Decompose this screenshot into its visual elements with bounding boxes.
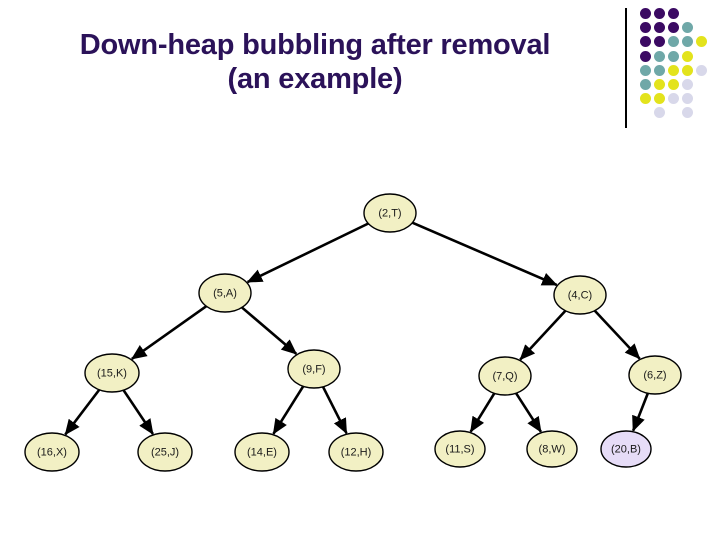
tree-edge: [64, 388, 101, 436]
tree-node-shape[interactable]: [526, 430, 578, 468]
decorative-dot: [668, 64, 679, 76]
tree-node[interactable]: (14,E): [234, 432, 290, 472]
tree-node-label: (11,S): [445, 443, 474, 455]
tree-edge-layer: [64, 221, 650, 436]
title-line-1: Down-heap bubbling after removal: [79, 29, 551, 61]
tree-edge: [411, 221, 558, 287]
decorative-dot: [654, 93, 665, 105]
decorative-dot: [640, 50, 651, 62]
decorative-dot: [654, 79, 665, 90]
tree-node-label: (7,Q): [492, 370, 517, 382]
decorative-dot: [682, 107, 693, 119]
decorative-dot: [640, 93, 651, 105]
decorative-dot: [668, 8, 679, 19]
decorative-dot: [654, 8, 665, 19]
decorative-dot: [654, 22, 665, 34]
tree-node-label: (16,X): [37, 446, 67, 458]
tree-edge: [272, 385, 305, 435]
tree-node-shape[interactable]: [137, 432, 193, 472]
tree-edge: [131, 305, 208, 361]
tree-node-label: (14,E): [247, 446, 277, 458]
tree-edge: [519, 309, 567, 361]
decorative-dot: [682, 36, 693, 48]
decorative-dot: [682, 93, 693, 105]
tree-node[interactable]: (12,H): [328, 432, 384, 472]
tree-node[interactable]: (9,F): [287, 349, 341, 389]
tree-edge: [246, 222, 369, 284]
decorative-dot: [682, 79, 693, 90]
decorative-dot: [640, 22, 651, 34]
tree-node-shape[interactable]: [328, 432, 384, 472]
decorative-dot: [696, 36, 707, 48]
tree-node-label: (2,T): [378, 207, 401, 219]
decorative-dot: [682, 22, 693, 34]
tree-node[interactable]: (25,J): [137, 432, 193, 472]
tree-node[interactable]: (8,W): [526, 430, 578, 468]
decorative-dot: [668, 22, 679, 34]
decorative-dot: [668, 36, 679, 48]
tree-node-label: (8,W): [539, 443, 566, 455]
tree-edge: [514, 392, 543, 433]
decorative-dot: [654, 64, 665, 76]
tree-node-shape[interactable]: [553, 275, 607, 315]
tree-node-shape[interactable]: [84, 353, 140, 393]
decorative-dot: [696, 64, 707, 76]
page-title: Down-heap bubbling after removal (an exa…: [30, 28, 600, 96]
tree-node-label: (20,B): [611, 443, 641, 455]
tree-edge: [122, 389, 154, 435]
tree-node-label: (9,F): [302, 363, 325, 375]
decorative-dot: [640, 79, 651, 90]
tree-node-label: (12,H): [341, 446, 372, 458]
tree-node-label: (4,C): [568, 289, 592, 301]
decorative-dot: [640, 36, 651, 48]
decorative-dot-grid: [640, 8, 712, 126]
tree-node-layer: (2,T) (5,A) (4,C) (15,K) (9,F) (7,Q) (6,Z) (16,…: [24, 193, 682, 472]
tree-node[interactable]: (5,A): [198, 273, 252, 313]
tree-node-shape[interactable]: [478, 356, 532, 396]
tree-node[interactable]: (16,X): [24, 432, 80, 472]
tree-node-shape-highlighted[interactable]: [600, 430, 652, 468]
tree-node-shape[interactable]: [287, 349, 341, 389]
tree-node-label: (25,J): [151, 446, 179, 458]
decorative-dot: [668, 79, 679, 90]
tree-edge: [469, 392, 496, 433]
decorative-dot: [640, 64, 651, 76]
decorative-dot: [654, 107, 665, 119]
tree-edge: [593, 309, 641, 360]
decorative-dot: [654, 50, 665, 62]
decorative-dot: [654, 36, 665, 48]
tree-node-label: (5,A): [213, 287, 237, 299]
tree-node-shape[interactable]: [24, 432, 80, 472]
tree-edge: [631, 392, 650, 432]
tree-node-shape[interactable]: [363, 193, 417, 233]
tree-node[interactable]: (6,Z): [628, 355, 682, 395]
decorative-dot: [682, 64, 693, 76]
tree-node[interactable]: (4,C): [553, 275, 607, 315]
tree-node-label: (6,Z): [643, 369, 666, 381]
tree-node[interactable]: (20,B): [600, 430, 652, 468]
decorative-dot: [668, 50, 679, 62]
tree-node[interactable]: (2,T): [363, 193, 417, 233]
decorative-dot: [640, 8, 651, 19]
title-line-2: (an example): [227, 63, 403, 95]
tree-node[interactable]: (11,S): [434, 430, 486, 468]
tree-node-label: (15,K): [97, 367, 127, 379]
tree-edge: [241, 306, 298, 355]
decorative-dot: [668, 93, 679, 105]
tree-node[interactable]: (15,K): [84, 353, 140, 393]
tree-edge: [321, 386, 348, 435]
vertical-divider: [625, 8, 627, 128]
tree-node[interactable]: (7,Q): [478, 356, 532, 396]
tree-node-shape[interactable]: [234, 432, 290, 472]
tree-node-shape[interactable]: [628, 355, 682, 395]
tree-node-shape[interactable]: [198, 273, 252, 313]
tree-node-shape[interactable]: [434, 430, 486, 468]
decorative-dot: [682, 50, 693, 62]
